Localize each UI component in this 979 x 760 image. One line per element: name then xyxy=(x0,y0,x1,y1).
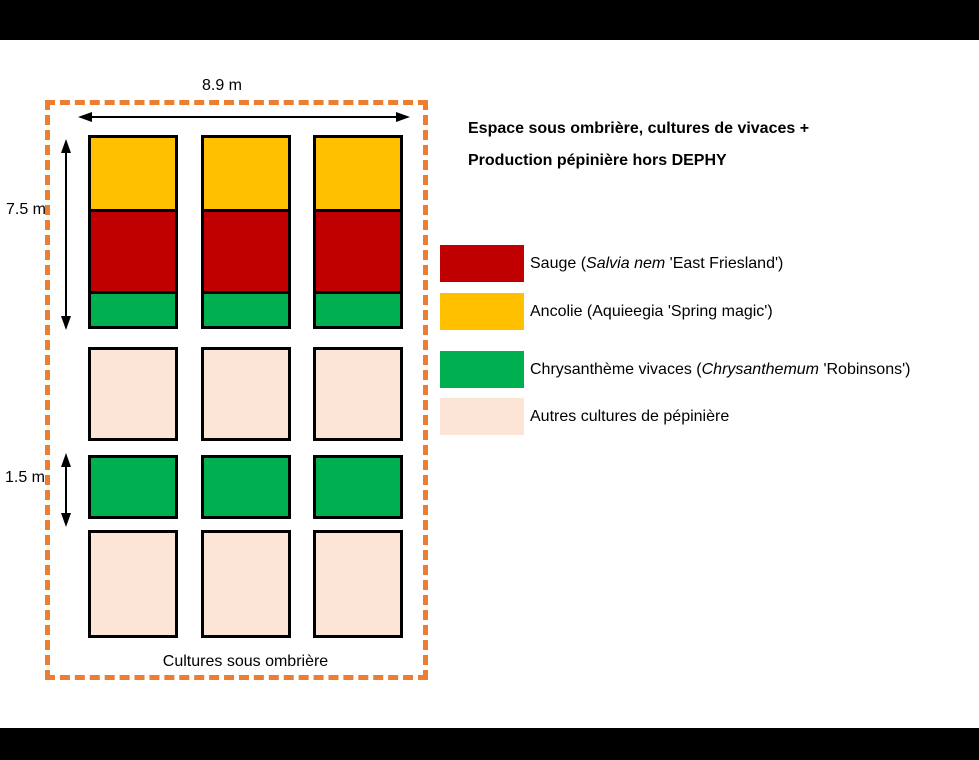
stacked-bed-col1 xyxy=(88,135,178,329)
ancolie-segment xyxy=(88,135,178,212)
legend-swatch-autres xyxy=(440,398,524,435)
legend-text-prefix: Ancolie (Aquieegia 'Spring magic') xyxy=(530,302,773,320)
legend-label-sauge: Sauge (Salvia nem 'East Friesland') xyxy=(530,255,783,273)
height-dimension-label-top: 7.5 m xyxy=(5,201,46,218)
area-caption: Cultures sous ombrière xyxy=(162,653,329,670)
legend-swatch-chrysantheme xyxy=(440,351,524,388)
autres-bed xyxy=(201,347,291,441)
autres-bed xyxy=(201,530,291,638)
diagram-heading: Espace sous ombrière, cultures de vivace… xyxy=(468,113,908,177)
autres-bed xyxy=(313,347,403,441)
chrysantheme-segment xyxy=(313,291,403,329)
legend-text-italic: Chrysanthemum xyxy=(701,360,819,378)
bottom-black-bar xyxy=(0,728,979,760)
chrysantheme-segment xyxy=(88,291,178,329)
stacked-bed-col2 xyxy=(201,135,291,329)
legend-swatch-sauge xyxy=(440,245,524,282)
height-arrow-7-5-icon xyxy=(61,139,71,330)
heading-line-1: Espace sous ombrière, cultures de vivace… xyxy=(468,120,810,137)
legend-item-ancolie: Ancolie (Aquieegia 'Spring magic') xyxy=(440,293,773,330)
height-dimension-label-green-row: 1.5 m xyxy=(4,469,45,486)
legend-text-prefix: Chrysanthème vivaces ( xyxy=(530,360,702,378)
heading-line-2: Production pépinière hors DEPHY xyxy=(468,152,727,169)
top-black-bar xyxy=(0,0,979,40)
ombriere-dashed-area xyxy=(45,100,428,680)
autres-bed xyxy=(88,347,178,441)
ancolie-segment xyxy=(313,135,403,212)
legend-label-autres: Autres cultures de pépinière xyxy=(530,408,729,426)
legend-label-ancolie: Ancolie (Aquieegia 'Spring magic') xyxy=(530,303,773,321)
width-arrow-icon xyxy=(78,112,410,122)
sauge-segment xyxy=(313,209,403,294)
chrysantheme-bed xyxy=(201,455,291,519)
legend-text-italic: Salvia nem xyxy=(586,254,666,272)
height-arrow-1-5-icon xyxy=(61,453,71,527)
autres-bed xyxy=(88,530,178,638)
chrysantheme-bed xyxy=(313,455,403,519)
legend-item-chrysantheme: Chrysanthème vivaces (Chrysanthemum 'Rob… xyxy=(440,351,910,388)
legend-text-suffix: 'East Friesland') xyxy=(665,254,784,272)
legend-item-autres: Autres cultures de pépinière xyxy=(440,398,729,435)
width-dimension-label: 8.9 m xyxy=(201,77,242,94)
legend-item-sauge: Sauge (Salvia nem 'East Friesland') xyxy=(440,245,783,282)
autres-bed xyxy=(313,530,403,638)
ancolie-segment xyxy=(201,135,291,212)
sauge-segment xyxy=(201,209,291,294)
legend-text-suffix: 'Robinsons') xyxy=(819,360,911,378)
legend-swatch-ancolie xyxy=(440,293,524,330)
legend-text-prefix: Autres cultures de pépinière xyxy=(530,407,730,425)
legend-text-prefix: Sauge ( xyxy=(530,254,587,272)
chrysantheme-segment xyxy=(201,291,291,329)
sauge-segment xyxy=(88,209,178,294)
legend-label-chrysantheme: Chrysanthème vivaces (Chrysanthemum 'Rob… xyxy=(530,361,910,379)
stacked-bed-col3 xyxy=(313,135,403,329)
chrysantheme-bed xyxy=(88,455,178,519)
